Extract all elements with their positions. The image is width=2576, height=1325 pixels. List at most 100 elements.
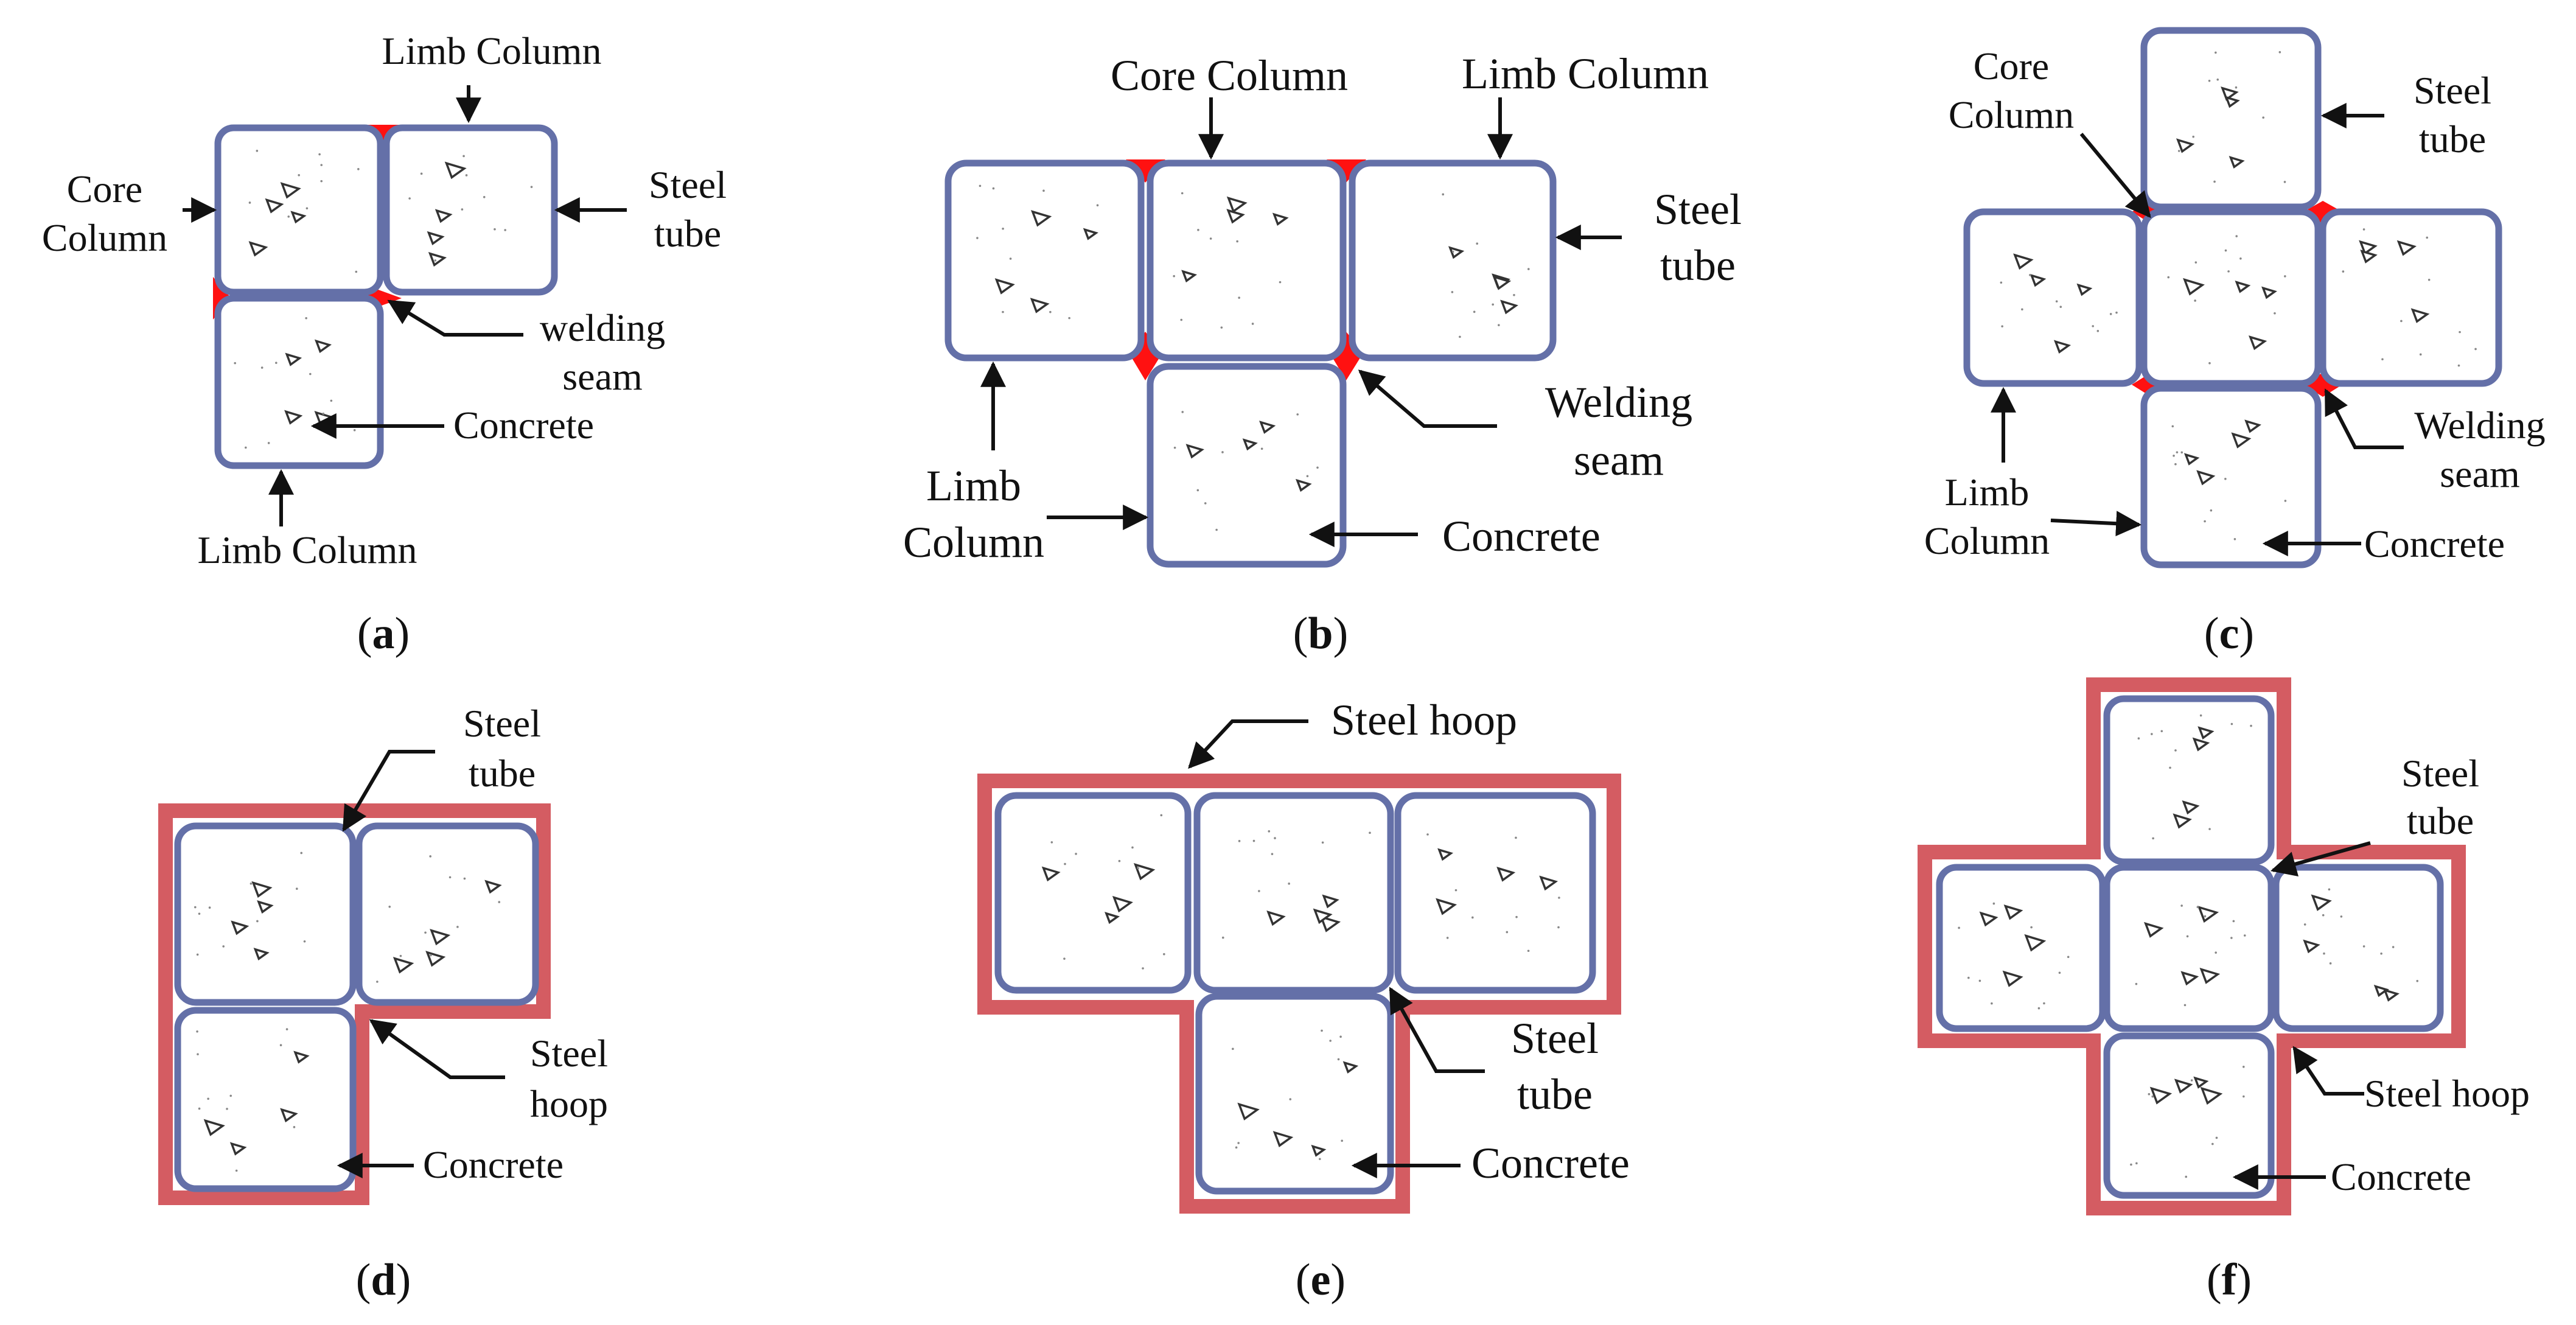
aggregate-281 bbox=[2024, 934, 2047, 952]
speck-194 bbox=[376, 981, 379, 983]
speck-288 bbox=[2043, 1002, 2045, 1005]
steel-tube-f-top bbox=[2103, 695, 2275, 865]
speck-292 bbox=[2067, 956, 2070, 959]
label-c-limb-line1: Limb bbox=[1945, 470, 2030, 514]
speck-103 bbox=[2215, 51, 2217, 54]
speck-81 bbox=[1492, 303, 1494, 306]
label-a-steel-line1: Steel bbox=[649, 163, 727, 206]
concrete-aggregate bbox=[2176, 51, 2286, 183]
speck-261 bbox=[1341, 1139, 1343, 1142]
speck-290 bbox=[1958, 926, 1960, 929]
steel-tube-e-bottom bbox=[1195, 993, 1394, 1195]
aggregate-141 bbox=[2359, 240, 2378, 256]
speck-124 bbox=[2096, 330, 2100, 332]
speck-328 bbox=[2215, 1136, 2218, 1139]
speck-188 bbox=[399, 954, 402, 957]
limb-column-c-right bbox=[2319, 208, 2502, 387]
aggregate-280 bbox=[2003, 904, 2023, 920]
speck-76 bbox=[1459, 335, 1461, 338]
pointer-e-steel bbox=[1389, 987, 1485, 1073]
speck-321 bbox=[2340, 915, 2343, 918]
speck-178 bbox=[296, 887, 298, 890]
pointer-a-weld bbox=[387, 299, 523, 337]
speck-63 bbox=[1209, 237, 1212, 240]
label-a-weld-line2: seam bbox=[562, 355, 643, 398]
speck-234 bbox=[1238, 840, 1241, 842]
speck-95 bbox=[1221, 451, 1224, 453]
pointer-d-steel bbox=[342, 750, 435, 832]
speck-161 bbox=[2180, 451, 2183, 454]
concrete-aggregate bbox=[2000, 253, 2118, 354]
speck-230 bbox=[1288, 883, 1290, 885]
label-b-concrete: Concrete bbox=[1442, 512, 1600, 561]
speck-334 bbox=[2151, 1095, 2154, 1098]
label-c-limb-line2: Column bbox=[1924, 519, 2050, 562]
label-d-hoop-line1: Steel bbox=[530, 1032, 608, 1075]
speck-64 bbox=[1180, 318, 1183, 321]
core-column-c bbox=[2140, 208, 2322, 387]
concrete-aggregate bbox=[408, 155, 533, 267]
speck-277 bbox=[2151, 733, 2153, 735]
speck-218 bbox=[1075, 853, 1077, 855]
speck-258 bbox=[1232, 1047, 1234, 1051]
speck-216 bbox=[1118, 859, 1121, 862]
speck-273 bbox=[2199, 714, 2202, 717]
speck-173 bbox=[222, 945, 225, 948]
speck-231 bbox=[1274, 837, 1276, 839]
speck-274 bbox=[2152, 837, 2154, 840]
limb-column-c-left bbox=[1963, 208, 2143, 387]
speck-229 bbox=[1369, 831, 1371, 834]
aggregate-197 bbox=[280, 1108, 298, 1123]
label-f-concrete: Concrete bbox=[2331, 1155, 2471, 1198]
concrete-aggregate bbox=[2303, 888, 2419, 1002]
speck-145 bbox=[2474, 348, 2477, 351]
aggregate-45 bbox=[994, 278, 1015, 295]
speck-320 bbox=[2322, 914, 2325, 917]
speck-217 bbox=[1137, 867, 1139, 870]
aggregate-73 bbox=[1500, 299, 1518, 315]
speck-307 bbox=[2183, 1004, 2187, 1007]
aggregate-85 bbox=[1295, 478, 1312, 492]
label-d-steel-line2: tube bbox=[469, 752, 536, 795]
speck-260 bbox=[1235, 1146, 1238, 1149]
concrete-aggregate bbox=[1958, 902, 2070, 1010]
speck-135 bbox=[2235, 235, 2238, 237]
caption-a: (a) bbox=[357, 609, 410, 659]
speck-9 bbox=[355, 270, 358, 273]
aggregate-86 bbox=[1259, 421, 1276, 434]
aggregate-0 bbox=[290, 211, 307, 224]
label-c-weld-line1: Welding bbox=[2414, 404, 2545, 447]
concrete-aggregate bbox=[1221, 830, 1371, 939]
speck-204 bbox=[226, 1108, 228, 1110]
speck-272 bbox=[2174, 749, 2177, 752]
concrete-aggregate bbox=[1041, 814, 1165, 970]
aggregate-239 bbox=[1496, 867, 1516, 882]
aggregate-324 bbox=[2174, 1079, 2193, 1094]
aggregate-196 bbox=[229, 1142, 247, 1156]
speck-193 bbox=[449, 876, 452, 879]
concrete-aggregate bbox=[1442, 193, 1530, 338]
speck-205 bbox=[279, 1044, 282, 1047]
speck-209 bbox=[293, 1126, 296, 1128]
limb-column-a-right bbox=[383, 124, 558, 296]
speck-148 bbox=[2459, 330, 2461, 334]
speck-48 bbox=[992, 187, 995, 190]
steel-tube-e-core bbox=[1193, 792, 1394, 994]
label-e-concrete: Concrete bbox=[1471, 1139, 1630, 1187]
aggregate-254 bbox=[1237, 1102, 1260, 1120]
aggregate-311 bbox=[2303, 939, 2320, 954]
speck-195 bbox=[463, 877, 466, 880]
label-c-weld-line2: seam bbox=[2440, 452, 2520, 495]
label-b-steel-line1: Steel bbox=[1654, 185, 1742, 234]
speck-40 bbox=[309, 372, 312, 376]
aggregate-59 bbox=[1226, 196, 1248, 213]
speck-119 bbox=[2001, 325, 2003, 327]
speck-5 bbox=[298, 173, 300, 177]
speck-235 bbox=[1258, 890, 1260, 892]
speck-278 bbox=[2250, 724, 2252, 727]
aggregate-87 bbox=[1242, 438, 1258, 451]
label-c-steel-line2: tube bbox=[2419, 117, 2486, 161]
speck-175 bbox=[300, 851, 303, 855]
speck-228 bbox=[1221, 936, 1224, 939]
speck-162 bbox=[2176, 451, 2179, 453]
